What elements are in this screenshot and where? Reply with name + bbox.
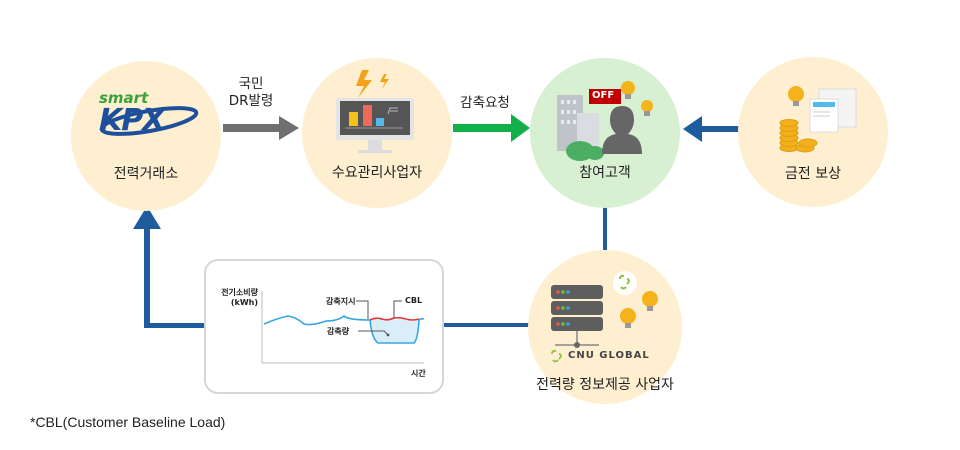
node-customer-label: 참여고객	[579, 165, 631, 181]
chart-ylabel-line2: (kWh)	[230, 298, 258, 307]
off-badge	[589, 89, 621, 104]
node-dr-provider: 수요관리사업자	[302, 58, 452, 208]
lightbulb-icon	[641, 100, 653, 112]
server-stack-icon	[551, 285, 603, 348]
reduction-area	[370, 318, 419, 343]
person-silhouette-icon	[602, 106, 642, 154]
footnote: *CBL(Customer Baseline Load)	[30, 414, 226, 430]
chart-ylabel-line1: 전기소비량	[221, 288, 258, 297]
node-data-provider-label: 전력량 정보제공 사업자	[536, 377, 674, 393]
cnu-logo-badge	[613, 271, 637, 295]
edge-label-reduction-request: 감축요청	[460, 95, 510, 111]
line-customer-data	[603, 204, 607, 250]
edge-label-dr-issue-line1: 국민	[238, 76, 264, 92]
consumption-line	[263, 314, 425, 344]
node-dr-provider-label: 수요관리사업자	[331, 165, 423, 181]
arrow-reduction-request	[453, 114, 530, 142]
coins-icon	[779, 119, 818, 153]
arrow-reward	[683, 116, 740, 142]
lightbulb-icon	[620, 308, 636, 324]
lightbulb-icon	[788, 86, 804, 102]
chart-ylabel: 전기소비량 (kWh)	[214, 288, 258, 308]
server-icon	[551, 271, 658, 363]
node-data-provider: CNU GLOBAL 전력량 정보제공 사업자	[528, 250, 682, 404]
cnu-logo-icon	[551, 349, 562, 363]
cbl-chart: 전기소비량 (kWh) 감축지시 CBL 감축량 시간	[204, 259, 444, 394]
kpx-logo: smart KPX	[91, 89, 201, 139]
kpx-swoosh-icon	[99, 106, 199, 136]
chart-xlabel: 시간	[411, 369, 426, 378]
lightbulb-icon	[621, 81, 635, 95]
annotation-cbl: CBL	[405, 296, 423, 305]
arrow-dr-issue	[223, 116, 299, 140]
kpx-logo-smart: smart	[99, 89, 149, 107]
annotation-reduction-amount: 감축량	[327, 327, 350, 336]
off-badge-text: OFF	[592, 90, 615, 101]
node-reward-label: 금전 보상	[785, 166, 841, 182]
monitor-chart-icon	[336, 70, 414, 153]
annotation-reduction-order: 감축지시	[326, 297, 356, 306]
node-reward: 금전 보상	[738, 57, 888, 207]
node-kpx: smart KPX 전력거래소	[71, 61, 221, 211]
kpx-logo-main: KPX	[99, 103, 165, 138]
edge-label-dr-issue: 국민 DR발령	[226, 76, 276, 110]
reward-icon	[779, 86, 857, 153]
cnu-global-brand: CNU GLOBAL	[568, 350, 650, 361]
customer-building-icon	[557, 81, 653, 161]
lightbulb-icon	[642, 291, 658, 307]
lightning-icon	[356, 70, 372, 98]
node-kpx-label: 전력거래소	[113, 166, 179, 182]
arrow-feedback-kpx	[133, 206, 206, 328]
edge-label-dr-issue-line2: DR발령	[228, 93, 274, 109]
cbl-chart-svg	[261, 291, 425, 364]
node-customer: OFF 참여고객	[530, 58, 680, 208]
line-data-chart	[440, 323, 530, 327]
